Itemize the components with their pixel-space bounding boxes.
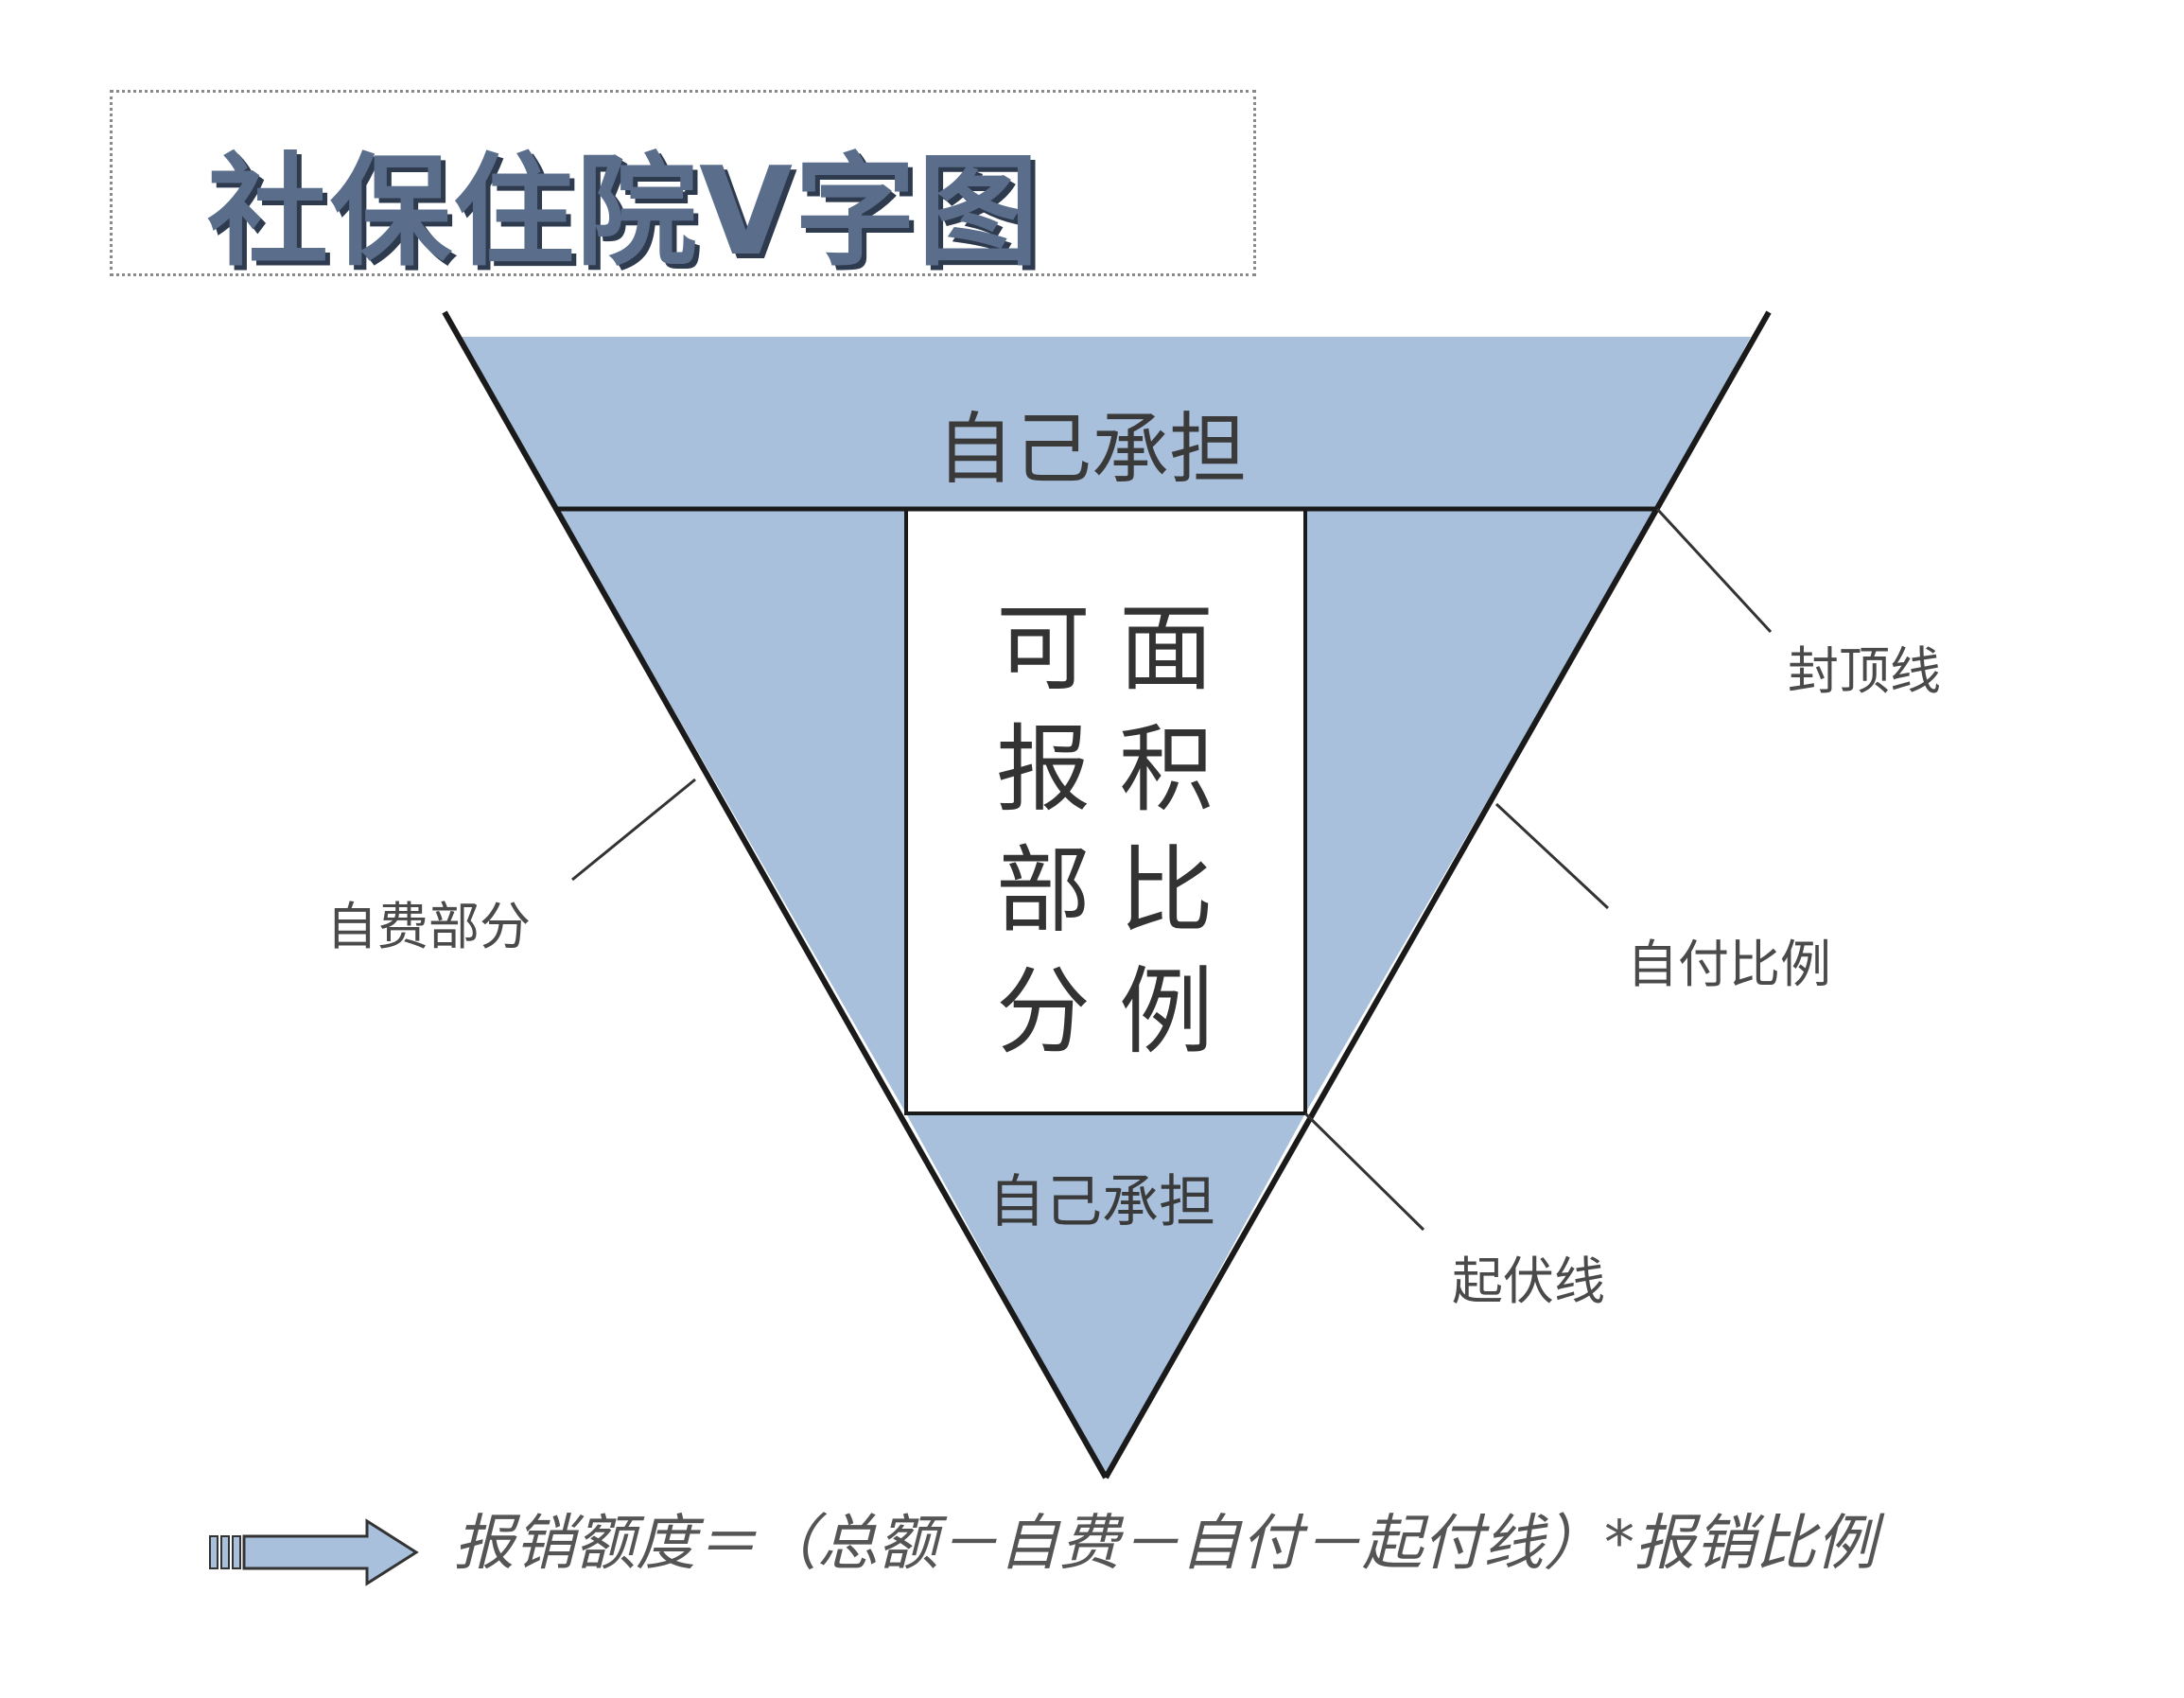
center-col1-char: 可 <box>996 593 1091 704</box>
self-pay-leader <box>571 778 696 882</box>
copay-leader <box>1494 802 1610 910</box>
center-col1-char: 部 <box>996 835 1091 946</box>
center-col1-char: 报 <box>996 714 1091 825</box>
center-col2-char: 例 <box>1119 956 1214 1067</box>
formula-arrow-icon <box>209 1518 419 1586</box>
bottom-band-label: 自己承担 <box>988 1169 1215 1235</box>
center-col2-char: 比 <box>1119 835 1214 946</box>
reimbursable-area <box>904 507 1307 1115</box>
center-column-1: 可 报 部 分 <box>991 588 1095 1073</box>
ceiling-line-label: 封顶线 <box>1788 641 1941 701</box>
threshold-leader <box>1303 1112 1425 1232</box>
center-column-2: 面 积 比 例 <box>1114 588 1218 1073</box>
center-col1-char: 分 <box>996 956 1091 1067</box>
bottom-self-pay-band <box>906 1113 1305 1478</box>
v-left-edge <box>442 310 1109 1479</box>
title-box: 社保住院V字图 <box>110 90 1256 283</box>
copay-ratio-label: 自付比例 <box>1627 935 1831 994</box>
ceiling-line-leader <box>1655 507 1773 634</box>
threshold-line-label: 起伏线 <box>1452 1252 1605 1311</box>
v-right-edge <box>1103 310 1772 1479</box>
diagram-title: 社保住院V字图 <box>207 142 1041 283</box>
top-self-pay-band <box>459 337 1751 509</box>
reimbursement-formula: 报销额度＝（总额－自费－自付－起付线）*报销比例 <box>454 1509 1877 1579</box>
self-pay-part-label: 自费部分 <box>326 897 531 956</box>
center-col2-char: 积 <box>1119 714 1214 825</box>
center-col2-char: 面 <box>1119 593 1214 704</box>
top-band-label: 自己承担 <box>936 405 1248 495</box>
